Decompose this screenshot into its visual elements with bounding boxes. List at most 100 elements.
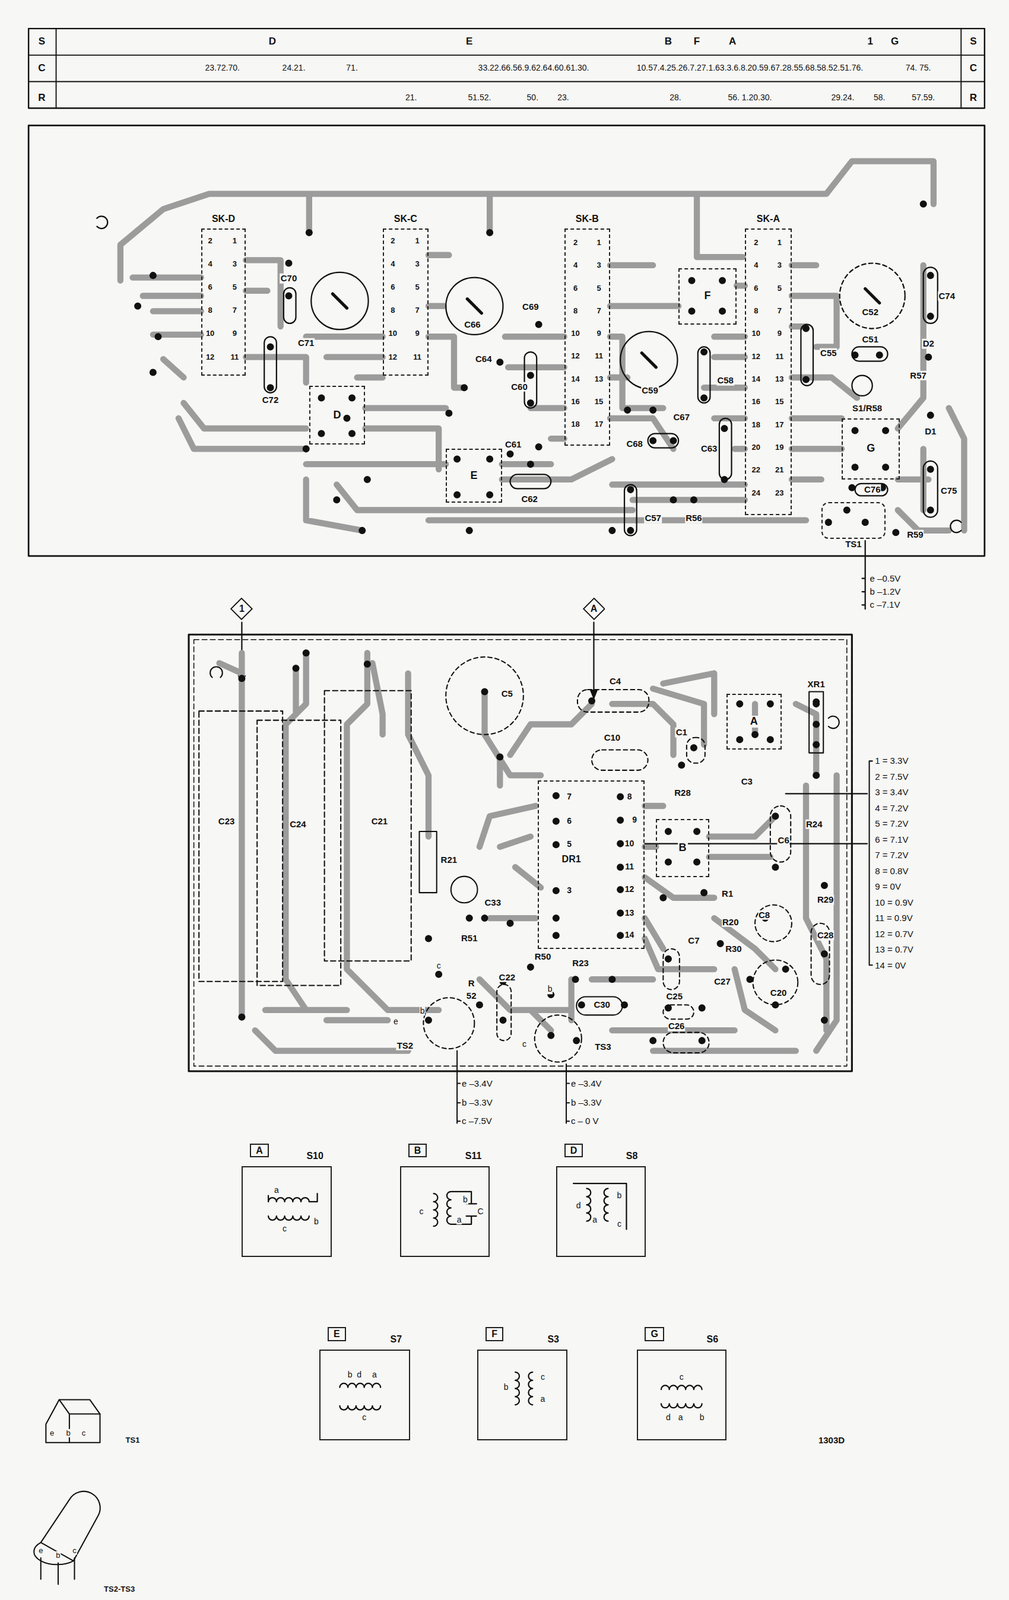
table-cell: A: [728, 36, 737, 48]
capacitor-outline: [576, 996, 623, 1015]
pin-number: 20: [751, 443, 761, 452]
diamond-shape: [231, 598, 253, 620]
part-label: b –3.3V: [570, 1098, 603, 1109]
node-title: D: [332, 409, 343, 422]
coil-box: D: [309, 385, 366, 446]
pin-number: 11: [412, 352, 422, 361]
pin-number: 8: [389, 306, 396, 315]
pin-number: 1: [776, 238, 783, 247]
part-label: C74: [937, 290, 956, 301]
coil-winding: [339, 1383, 381, 1411]
coil-box: F: [678, 268, 737, 325]
pin-number: 9: [232, 329, 238, 338]
part-label: 9 = 0V: [874, 881, 902, 893]
part-label: C10: [603, 733, 622, 744]
pin-number: 7: [414, 306, 420, 315]
pin-number: 15: [594, 397, 604, 406]
node-title: A: [749, 715, 760, 728]
table-cell: 56. 1.20.30.: [727, 93, 773, 103]
part-label: b –1.2V: [869, 587, 902, 598]
part-label: 13 = 0.7V: [874, 944, 915, 955]
coil-winding: [268, 1193, 318, 1221]
part-label: a: [591, 1215, 598, 1225]
part-label: d: [356, 1371, 363, 1380]
transistor-body: [59, 1399, 101, 1443]
capacitor-outline: [923, 461, 938, 518]
table-cell: C: [969, 62, 978, 75]
pin-number: 11: [774, 352, 785, 361]
part-label: b: [699, 1413, 706, 1423]
pin-number: 10: [570, 329, 580, 338]
part-label: R21: [440, 855, 459, 866]
mounting-hook: [210, 666, 840, 729]
coil-diagram: FS3: [477, 1349, 567, 1441]
part-label: e –3.4V: [570, 1078, 603, 1089]
coil-winding: [515, 1372, 533, 1405]
part-label: 5: [566, 840, 573, 850]
part-label: C67: [673, 412, 691, 423]
part-label: 10: [624, 839, 636, 849]
copper-traces: [120, 161, 965, 531]
pin-number: 14: [570, 374, 580, 383]
coil-winding: [433, 1191, 477, 1227]
capacitor-outline: [851, 346, 888, 361]
pin-number: 5: [232, 283, 238, 292]
part-label: C71: [297, 337, 316, 348]
trimmer-slot: [332, 288, 880, 367]
part-label: C: [477, 1207, 485, 1217]
pin-number: 6: [572, 283, 579, 293]
transistor-body: [33, 1542, 74, 1565]
part-label: d: [575, 1201, 582, 1211]
pin-number: 7: [776, 306, 783, 316]
pin-number: 5: [414, 283, 420, 292]
pin-number: 6: [207, 283, 213, 292]
coil-box: G: [841, 418, 900, 480]
reference-diamond: A: [582, 597, 606, 621]
diamond-shape: [583, 598, 605, 620]
switch-outline: [851, 375, 872, 396]
pin-number: 1: [414, 236, 420, 246]
part-label: D1: [924, 426, 937, 437]
pin-number: 11: [594, 351, 604, 361]
solder-pads: [137, 204, 931, 533]
pin-number: 2: [389, 236, 396, 246]
transistor-outline: [423, 997, 475, 1049]
part-label: R50: [534, 952, 552, 963]
pin-number: 11: [229, 352, 240, 361]
part-label: 7 = 7.2V: [874, 850, 909, 861]
part-label: R20: [721, 917, 740, 928]
capacitor-outline: [697, 346, 711, 404]
part-label: 5 = 7.2V: [874, 819, 909, 830]
pin-number: 17: [594, 420, 604, 429]
part-label: e: [392, 1017, 399, 1027]
coil-box: B: [655, 819, 709, 878]
pin-number: 7: [232, 306, 238, 315]
part-label: 3 = 3.4V: [874, 787, 909, 798]
part-label: e: [37, 1546, 44, 1556]
node-title: E: [468, 470, 479, 482]
table-cell: 28.: [668, 93, 682, 103]
transistor-body: [40, 1491, 101, 1561]
switch-number: S3: [547, 1334, 560, 1345]
part-label: c: [81, 1429, 87, 1438]
capacitor-outline: [283, 287, 297, 324]
connector-outline: [808, 691, 824, 753]
part-label: TS3: [594, 1041, 612, 1052]
pin-number: 3: [414, 259, 420, 269]
table-cell: S: [37, 36, 46, 48]
coil-diagram: AS10: [241, 1166, 332, 1258]
part-label: 8 = 0.8V: [874, 865, 909, 877]
part-label: c: [540, 1372, 546, 1382]
coil-diagram: DS8: [556, 1166, 646, 1258]
part-label: C55: [819, 348, 838, 359]
table-cell: 51.52.: [467, 93, 492, 103]
part-label: C25: [665, 991, 684, 1002]
part-label: c: [281, 1225, 288, 1234]
table-cell: 71.: [345, 63, 358, 73]
part-label: C20: [769, 987, 788, 998]
capacitor-outline: [662, 1004, 694, 1020]
part-label: e –0.5V: [869, 573, 902, 584]
pin-number: 14: [751, 375, 761, 384]
capacitor-outline: [686, 737, 706, 764]
part-label: 11 = 0.9V: [874, 913, 914, 924]
